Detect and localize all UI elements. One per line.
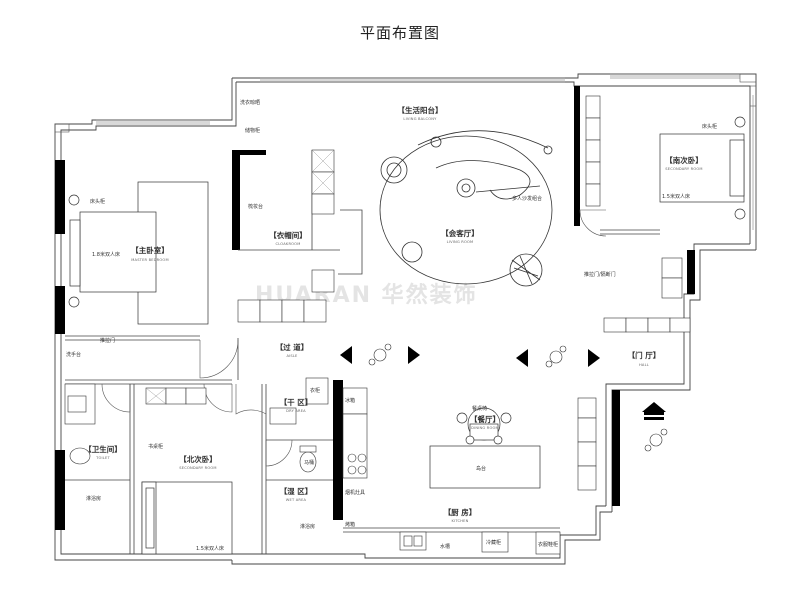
fridge-label: 冰箱 xyxy=(345,397,355,404)
dining-table-label: 餐桌椅 xyxy=(472,405,487,412)
north-bedroom-label: 【北次卧】 xyxy=(179,454,217,464)
balcony-label: 【生活阳台】 xyxy=(398,105,443,115)
living-room-label: 【会客厅】 xyxy=(441,228,479,238)
nightstand-label: 床头柜 xyxy=(90,198,105,205)
bathroom-label: 【卫生间】 xyxy=(84,444,122,454)
dining-label: 【餐厅】 xyxy=(470,414,500,424)
cold-cab-label: 冷藏柜 xyxy=(486,539,501,546)
plan-title: 平面布置图 xyxy=(359,24,440,42)
balcony-sublabel: LIVING BALCONY xyxy=(403,117,437,121)
kitchen-appliances xyxy=(347,453,561,555)
foyer-label: 【门 厅】 xyxy=(628,350,661,360)
living-room-sublabel: LIVING ROOM xyxy=(447,240,474,244)
sliding-door-label: 推拉门 xyxy=(100,337,115,344)
corridor-label: 【过 道】 xyxy=(276,342,309,352)
windows xyxy=(96,73,757,230)
south-bedroom-sublabel: SECONDARY ROOM xyxy=(665,167,702,171)
people-icons xyxy=(368,343,668,452)
shower-label: 淋浴房 xyxy=(86,495,101,502)
cloakroom-sublabel: CLOAKROOM xyxy=(275,242,300,246)
folding-door-label: 推拉门/隔断门 xyxy=(584,271,616,278)
master-bedroom-sublabel: MASTER BEDROOM xyxy=(131,258,169,262)
master-bed xyxy=(68,181,209,325)
entry-cab-label: 衣服鞋柜 xyxy=(538,541,558,548)
cabinet-crosses xyxy=(145,149,335,405)
kitchen-label: 【厨 房】 xyxy=(444,507,477,517)
kitchen-sublabel: KITCHEN xyxy=(452,519,469,523)
north-bedroom-bed xyxy=(141,481,233,555)
desk-label: 书桌柜 xyxy=(148,443,163,450)
wet-zone-sublabel: WET AREA xyxy=(286,498,307,502)
wardrobe-label: 衣柜 xyxy=(310,387,320,394)
master-bedroom-label: 【主卧室】 xyxy=(131,245,169,255)
makeup-label: 梳妆台 xyxy=(248,203,263,210)
foyer-sublabel: HALL xyxy=(639,363,649,367)
island-label: 岛台 xyxy=(476,465,486,472)
tub-label: 淋浴房 xyxy=(300,523,315,530)
dry-zone-sublabel: DRY AREA xyxy=(286,409,306,413)
partitions xyxy=(65,150,660,554)
wash-sink-label: 洗手台 xyxy=(66,351,81,358)
solid-walls xyxy=(55,86,695,530)
nightstand-south-label: 床头柜 xyxy=(702,123,717,130)
north-bedroom-sublabel: SECONDARY ROOM xyxy=(179,466,216,470)
sink-label: 水槽 xyxy=(440,543,450,550)
sofa-label: 多人沙发组合 xyxy=(512,195,542,202)
storage-label: 储物柜 xyxy=(245,127,260,134)
dining-furniture xyxy=(429,407,541,489)
bed-18-label: 1.8米双人床 xyxy=(92,251,120,258)
bed-15b-label: 1.5米双人床 xyxy=(196,545,224,552)
bath-fixtures xyxy=(67,395,317,473)
doors xyxy=(101,209,607,467)
south-bedroom-label: 【南次卧】 xyxy=(665,155,703,165)
flow-arrows xyxy=(340,346,666,420)
corridor-sublabel: AISLE xyxy=(286,354,298,358)
wet-zone-label: 【湿 区】 xyxy=(280,486,313,496)
hood-label: 烟机灶具 xyxy=(345,489,365,496)
toilet-label: 马桶 xyxy=(304,459,314,466)
south-bedroom-bed xyxy=(659,116,746,220)
dining-sublabel: DINING ROOM xyxy=(471,426,499,430)
bathroom-sublabel: TOILET xyxy=(95,456,110,460)
wall-hatch xyxy=(54,73,757,133)
washer-label: 洗衣晾晒 xyxy=(240,99,260,106)
living-furniture xyxy=(379,130,553,287)
dry-zone-label: 【干 区】 xyxy=(280,397,313,407)
bed-15a-label: 1.5米双人床 xyxy=(662,193,690,200)
cloakroom-label: 【衣帽间】 xyxy=(269,230,307,240)
oven-label: 烤箱 xyxy=(345,521,355,528)
